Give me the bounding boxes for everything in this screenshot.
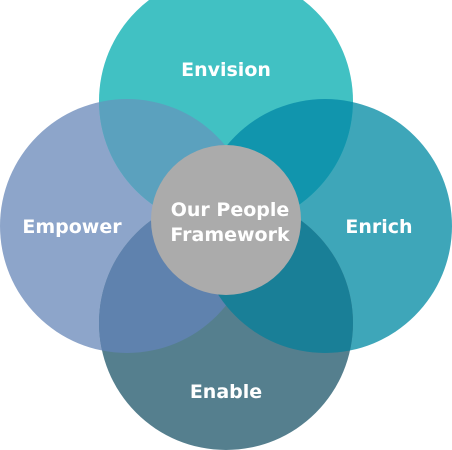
envision-label: Envision <box>181 59 271 81</box>
center-label-line1: Our People <box>171 199 290 221</box>
center-hub <box>151 145 301 295</box>
empower-label: Empower <box>22 216 122 238</box>
enrich-label: Enrich <box>345 216 412 238</box>
enable-label: Enable <box>190 381 262 403</box>
center-label-line2: Framework <box>170 224 290 246</box>
